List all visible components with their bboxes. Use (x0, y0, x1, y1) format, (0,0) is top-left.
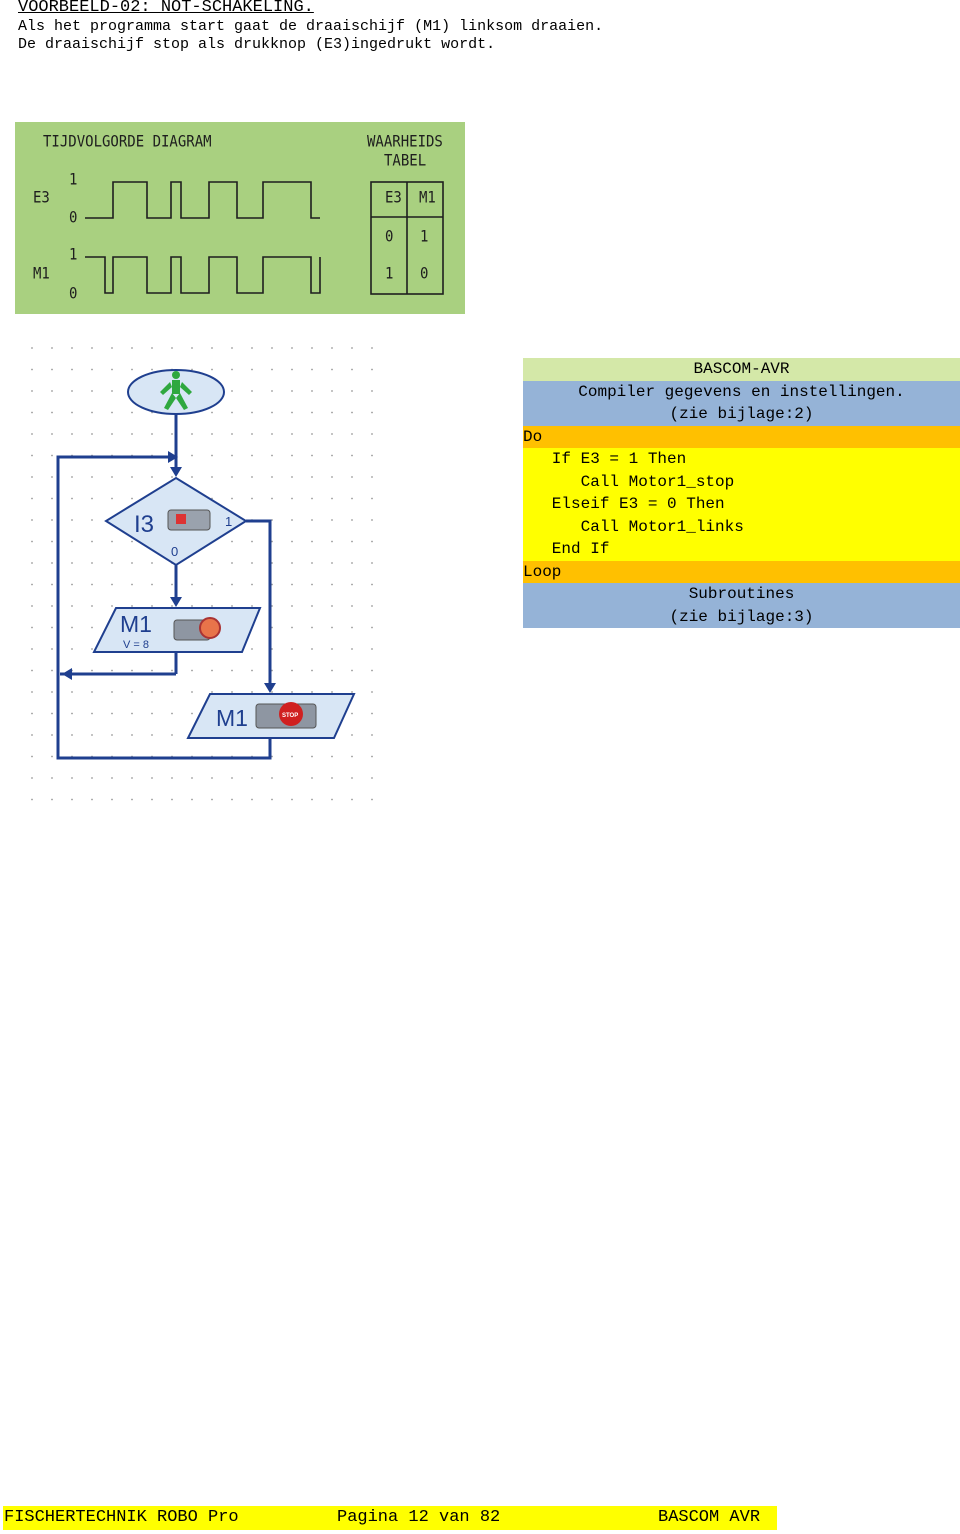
arrow-head (264, 683, 276, 693)
do-line: Do (523, 425, 960, 448)
timing-title: TIJDVOLGORDE DIAGRAM (43, 132, 212, 152)
truth-cell: 0 (385, 227, 394, 247)
footer-right: BASCOM AVR (658, 1508, 761, 1527)
branch-yes-label: 1 (225, 514, 232, 529)
start-icon (160, 371, 192, 410)
branch-label: I3 (134, 511, 154, 538)
footer-page-number: Pagina 12 van 82 (337, 1508, 501, 1527)
compiler-line-2: (zie bijlage:2) (669, 405, 814, 423)
subroutine-line-1: Subroutines (688, 585, 795, 603)
branch-no-label: 0 (171, 544, 178, 559)
truth-table-title: WAARHEIDS (367, 132, 443, 152)
footer-left: FISCHERTECHNIK ROBO Pro (4, 1508, 239, 1527)
compiler-section: Compiler gegevens en instellingen. (zie … (523, 380, 960, 426)
stop-sign-icon (279, 702, 303, 726)
truth-cell: 1 (420, 227, 429, 247)
loop-line: Loop (523, 560, 960, 583)
truth-cell: 1 (385, 264, 394, 284)
code-line: Call Motor1_links (523, 517, 744, 536)
arrow-head (170, 467, 182, 477)
signal-label-m1: M1 (33, 264, 50, 284)
e3-level-1: 1 (69, 170, 78, 190)
bascom-title: BASCOM-AVR (523, 358, 960, 381)
code-line: Call Motor1_stop (523, 472, 735, 491)
timing-waveforms (85, 181, 444, 295)
stop-label: M1 (216, 705, 248, 731)
signal-label-e3: E3 (33, 188, 50, 208)
start-block (127, 369, 225, 415)
subroutine-line-2: (zie bijlage:3) (669, 607, 814, 626)
m1-level-0: 0 (69, 284, 78, 304)
truth-header-m1: M1 (419, 188, 436, 208)
motor-label: M1 (120, 611, 152, 637)
page-footer: FISCHERTECHNIK ROBO Pro Pagina 12 van 82… (3, 1506, 777, 1530)
arrow-head (62, 668, 72, 680)
switch-button (176, 514, 186, 524)
subroutine-section: Subroutines (zie bijlage:3) (523, 583, 960, 628)
switch-icon (167, 509, 211, 531)
truth-cell: 0 (420, 264, 429, 284)
code-body: If E3 = 1 Then Call Motor1_stop Elseif E… (523, 448, 960, 561)
m1-level-1: 1 (69, 245, 78, 265)
e3-level-0: 0 (69, 208, 78, 228)
page-heading: VOORBEELD-02: NOT-SCHAKELING. (18, 0, 314, 17)
arrow-head (168, 451, 178, 463)
stop-sign-text: STOP (282, 713, 298, 719)
motor-speed: V = 8 (123, 639, 149, 651)
motor-block (92, 607, 262, 653)
code-line: If E3 = 1 Then (523, 450, 687, 468)
stop-block (186, 693, 356, 739)
compiler-line-1: Compiler gegevens en instellingen. (578, 382, 905, 401)
arrow-head (170, 597, 182, 607)
m1-waveform (85, 256, 321, 294)
branch-block (104, 476, 248, 567)
code-line: Elseif E3 = 0 Then (523, 495, 725, 513)
timing-diagram-panel: TIJDVOLGORDE DIAGRAM WAARHEIDS TABEL E3 … (15, 122, 465, 314)
bascom-listing: BASCOM-AVR Compiler gegevens en instelli… (523, 358, 960, 628)
intro-line-1: Als het programma start gaat de draaisch… (18, 18, 604, 35)
flowchart: I3 1 0 M1 V = 8 M1 STOP (20, 340, 380, 810)
e3-waveform (85, 181, 320, 219)
truth-table-subtitle: TABEL (384, 151, 427, 171)
truth-header-e3: E3 (385, 188, 402, 208)
intro-line-2: De draaischijf stop als drukknop (E3)ing… (18, 36, 496, 53)
flowchart-canvas: I3 1 0 M1 V = 8 M1 STOP (20, 340, 380, 810)
code-line: End If (523, 540, 610, 558)
